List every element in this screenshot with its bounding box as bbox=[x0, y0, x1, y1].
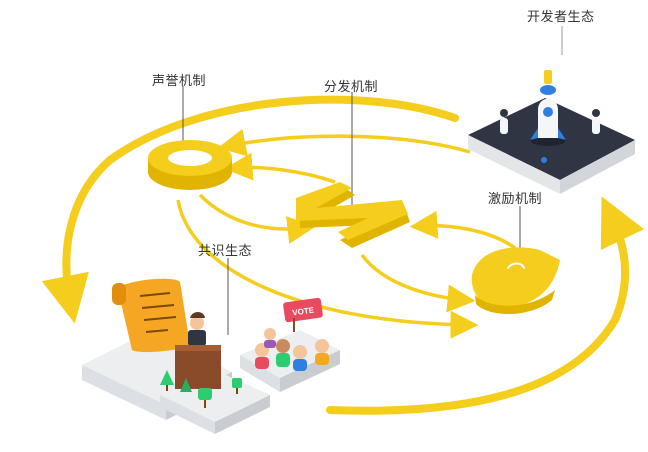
rocket-icon bbox=[530, 70, 566, 146]
arrow-ring-to-lightning bbox=[198, 193, 316, 244]
outer-loop-arc-bottom bbox=[326, 196, 645, 415]
vote-sign: VOTE bbox=[283, 297, 323, 332]
label-developer-ecosystem: 开发者生态 bbox=[527, 10, 595, 25]
label-reputation-mechanism: 声誉机制 bbox=[152, 74, 207, 89]
distribution-bolt bbox=[296, 182, 410, 248]
scroll-icon bbox=[112, 278, 190, 353]
developer-platform bbox=[468, 70, 635, 194]
tree-icons bbox=[160, 370, 242, 408]
crowd-icons bbox=[255, 328, 329, 371]
arrow-drop-to-lightning bbox=[409, 210, 517, 250]
incentive-drop bbox=[471, 247, 560, 315]
arrow-platform-to-ring bbox=[217, 128, 471, 157]
outer-loop-arc-top bbox=[41, 95, 459, 324]
arrow-ring-to-drop bbox=[176, 199, 479, 339]
label-distribution-mechanism: 分发机制 bbox=[324, 80, 379, 95]
platform-dot bbox=[541, 157, 547, 163]
arrow-lightning-to-drop bbox=[360, 253, 476, 313]
label-consensus-ecosystem: 共识生态 bbox=[198, 244, 253, 259]
developer-figure-right bbox=[592, 109, 600, 134]
reputation-ring bbox=[148, 140, 232, 190]
speaker-podium bbox=[175, 312, 221, 389]
vote-sign-text: VOTE bbox=[292, 305, 315, 317]
arrow-lightning-to-ring bbox=[224, 152, 336, 184]
label-incentive-mechanism: 激励机制 bbox=[488, 192, 543, 207]
developer-figure-left bbox=[500, 109, 508, 134]
